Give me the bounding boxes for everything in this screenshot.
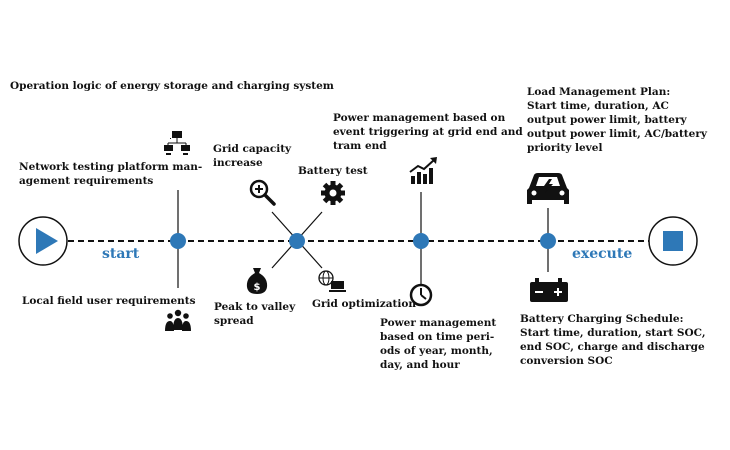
peak-valley-label: Peak to valley spread [214,301,296,327]
timeline-node[interactable] [170,233,186,249]
timeline-node[interactable] [413,233,429,249]
growth-chart-icon [409,157,437,184]
people-icon [165,309,191,331]
gear-icon [321,181,345,205]
svg-text:$: $ [254,282,261,293]
battery-test-label: Battery test [298,165,368,177]
globe-computer-icon [318,270,346,292]
clock-icon [409,283,433,307]
network-requirements-label: Network testing platform man- agement re… [19,161,203,187]
car-icon [527,173,569,204]
load-plan-label: Load Management Plan: Start time, durati… [527,86,707,154]
execute-label: execute [572,246,633,262]
power-event-label: Power management based on event triggeri… [333,112,523,152]
timeline-node[interactable] [289,233,305,249]
battery-icon [530,278,568,302]
battery-schedule-label: Battery Charging Schedule: Start time, d… [520,313,706,367]
grid-optimization-label: Grid optimization [312,298,417,310]
timeline-node[interactable] [540,233,556,249]
grid-capacity-label: Grid capacity increase [213,143,292,169]
power-time-label: Power management based on time peri- ods… [380,317,497,371]
magnifier-plus-icon [249,179,276,206]
play-icon[interactable] [18,216,68,266]
local-requirements-label: Local field user requirements [22,295,196,307]
network-icon [164,131,190,155]
stop-icon[interactable] [648,216,698,266]
diagram-title: Operation logic of energy storage and ch… [10,80,334,92]
money-bag-icon: $ [246,268,268,294]
start-label: start [102,246,140,262]
